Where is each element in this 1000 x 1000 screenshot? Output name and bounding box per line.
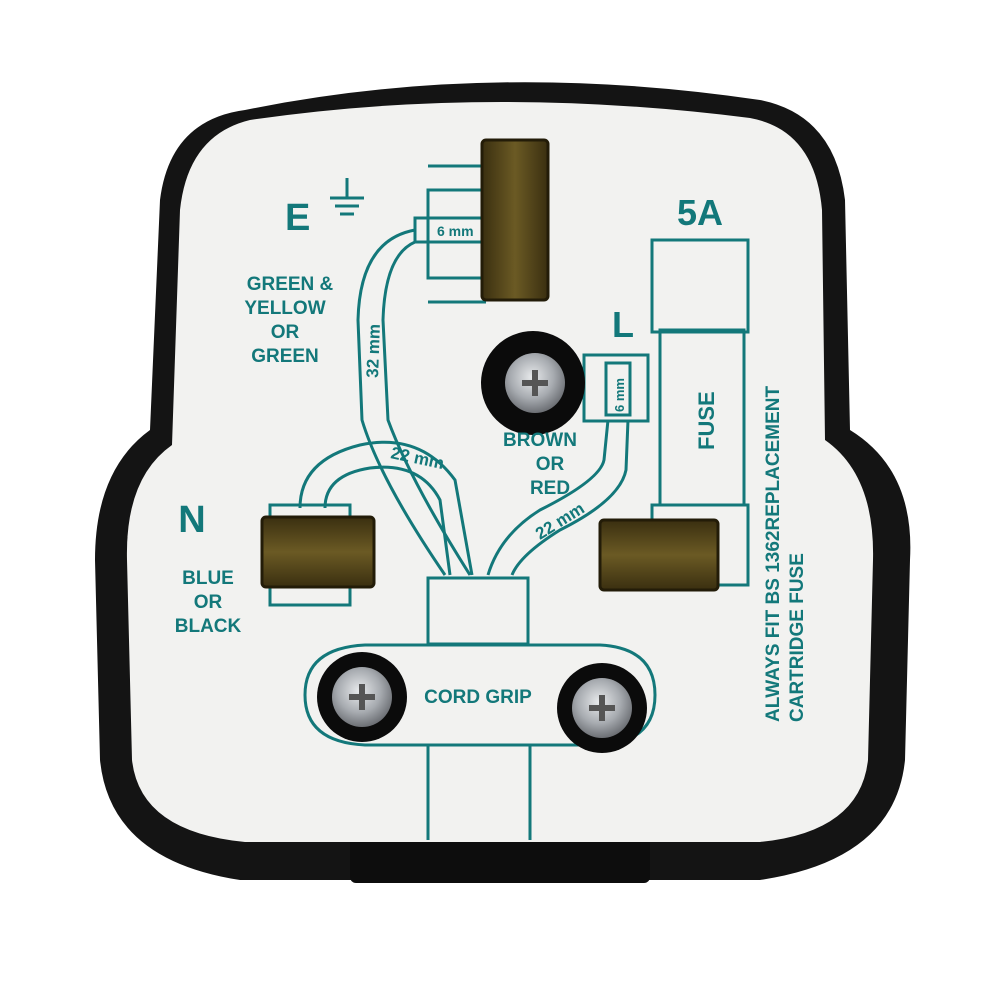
- cord-grip-screw-left: [317, 652, 407, 742]
- earth-letter: E: [285, 197, 310, 239]
- fuse-label: FUSE: [694, 391, 719, 450]
- fuse-note-line-2: CARTRIDGE FUSE: [787, 553, 808, 722]
- cord-grip-label: CORD GRIP: [424, 687, 532, 708]
- earth-length-label: 32 mm: [363, 324, 384, 379]
- neutral-wire-label-3: BLACK: [175, 616, 242, 637]
- live-pin: [598, 518, 720, 592]
- earth-pin: [480, 138, 550, 302]
- cord-grip-screw-right: [557, 663, 647, 753]
- neutral-wire: [298, 440, 474, 576]
- live-letter: L: [612, 304, 634, 345]
- earth-wire-label-2: YELLOW: [244, 298, 325, 319]
- live-wire-label-2: OR: [536, 454, 565, 475]
- earth-wire: [356, 228, 447, 576]
- earth-symbol-icon: [330, 178, 364, 216]
- fuse-rating: 5A: [677, 192, 723, 233]
- live-wire-label-1: BROWN: [503, 430, 577, 451]
- live-wire: [486, 419, 610, 576]
- live-strip-label: 6 mm: [612, 378, 627, 412]
- plug-face: [126, 101, 874, 842]
- fuse-note-line-1: ALWAYS FIT BS 1362REPLACEMENT: [763, 386, 784, 722]
- live-wire-label-3: RED: [530, 478, 570, 499]
- neutral-letter: N: [178, 499, 205, 541]
- earth-wire-label-1: GREEN &: [247, 274, 334, 295]
- earth-wire-label-3: OR: [271, 322, 300, 343]
- neutral-pin: [260, 515, 376, 589]
- cable-exit: [350, 835, 650, 883]
- fuse-screw: [481, 331, 585, 435]
- earth-strip-label: 6 mm: [437, 223, 474, 239]
- earth-wire-label-4: GREEN: [251, 346, 319, 367]
- neutral-wire-label-1: BLUE: [182, 568, 234, 589]
- fuse-cap-top: [650, 238, 750, 334]
- neutral-wire-label-2: OR: [194, 592, 223, 613]
